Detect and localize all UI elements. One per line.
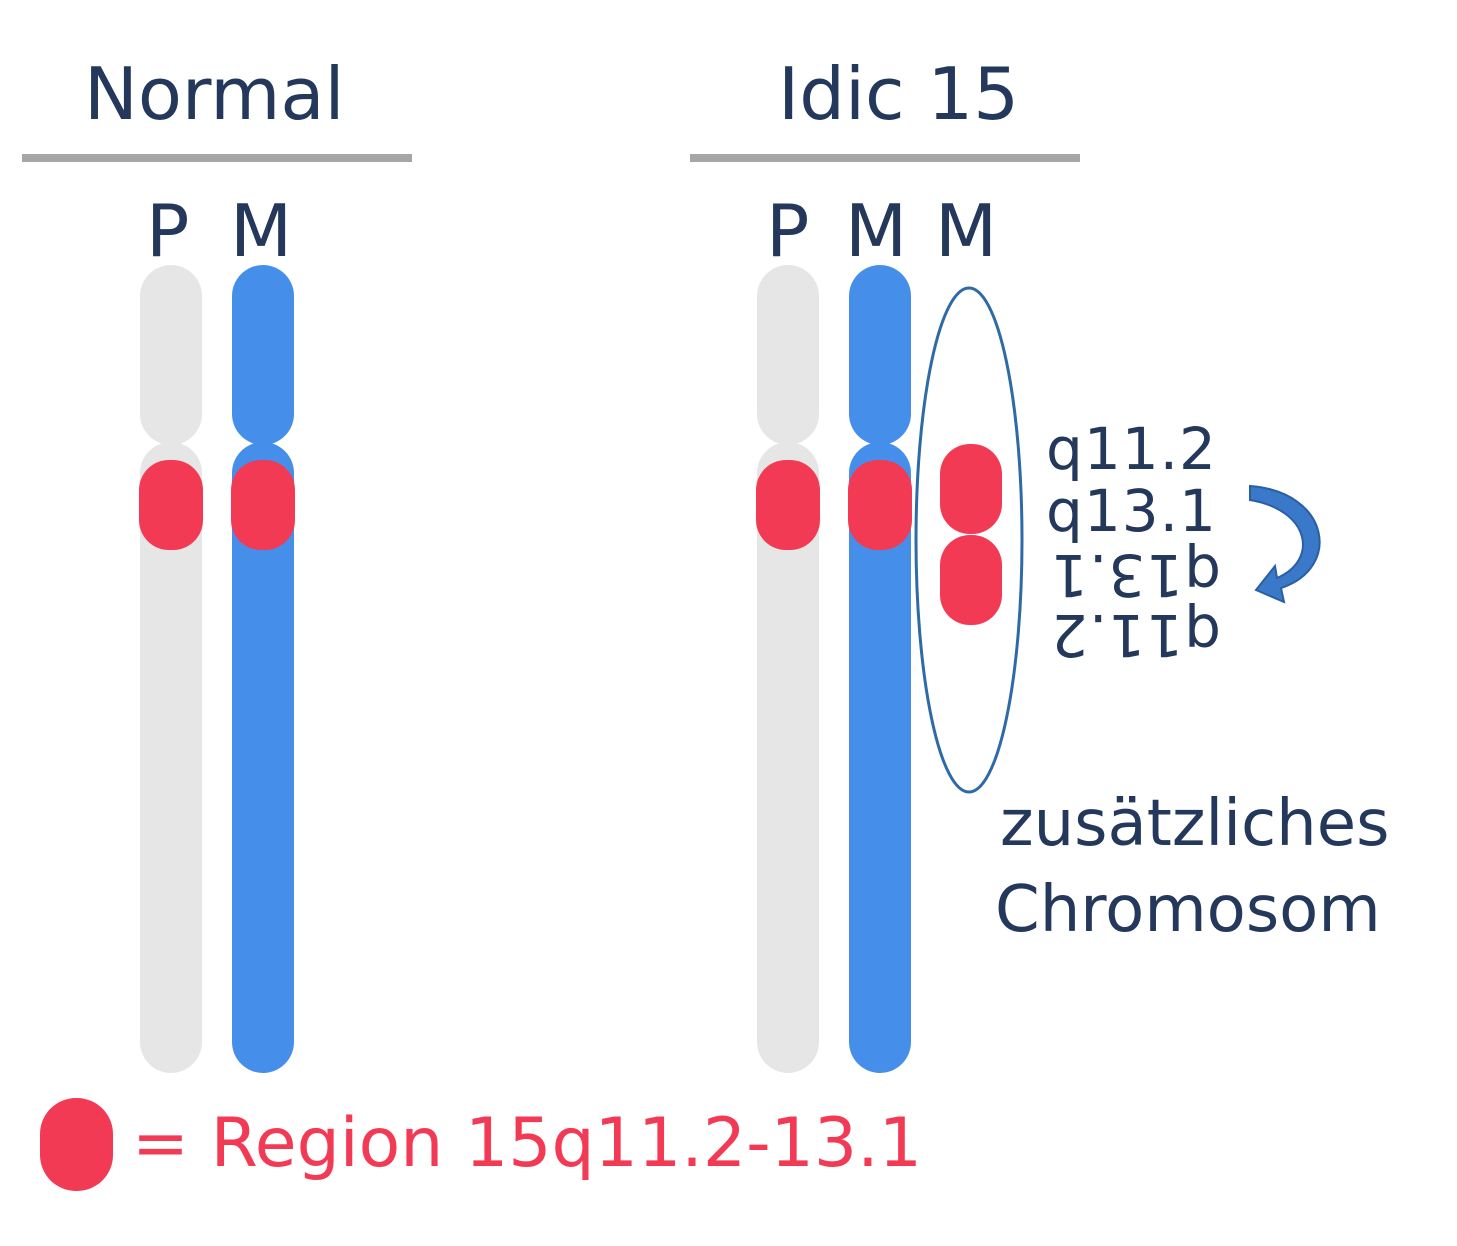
legend-region-swatch [40, 1098, 113, 1191]
idic-paternal-short-arm [757, 265, 819, 445]
normal-heading-rule [22, 154, 412, 162]
normal-maternal-short-arm [232, 265, 294, 445]
idic-label-paternal: P [766, 189, 810, 273]
curved-arrow-icon [1249, 484, 1321, 604]
idic-maternal-short-arm [849, 265, 911, 445]
idic-label-extra-maternal: M [935, 189, 998, 273]
idic-heading-rule [690, 154, 1080, 162]
idic-paternal-region [756, 460, 820, 550]
idic-label-maternal: M [845, 189, 908, 273]
legend-text: = Region 15q11.2-13.1 [132, 1104, 923, 1183]
normal-maternal-region [231, 460, 295, 550]
extra-chromosome-region-top [940, 444, 1002, 534]
normal-paternal-short-arm [140, 265, 202, 445]
extra-chromosome-note-line2: Chromosom [995, 873, 1381, 947]
extra-chromosome-region-bottom [940, 535, 1002, 625]
band-label-q13-1-inverted: q13.1 [1050, 541, 1221, 609]
normal-label-paternal: P [146, 189, 190, 273]
band-label-q13-1-upright: q13.1 [1046, 477, 1217, 545]
band-label-q11-2-upright: q11.2 [1046, 415, 1217, 483]
idic-heading: Idic 15 [778, 52, 1020, 136]
normal-paternal-region [139, 460, 203, 550]
band-label-q11-2-inverted: q11.2 [1050, 601, 1221, 669]
idic-maternal-region [848, 460, 912, 550]
normal-heading: Normal [84, 52, 345, 136]
extra-chromosome-note-line1: zusätzliches [1000, 787, 1390, 861]
normal-label-maternal: M [230, 189, 293, 273]
